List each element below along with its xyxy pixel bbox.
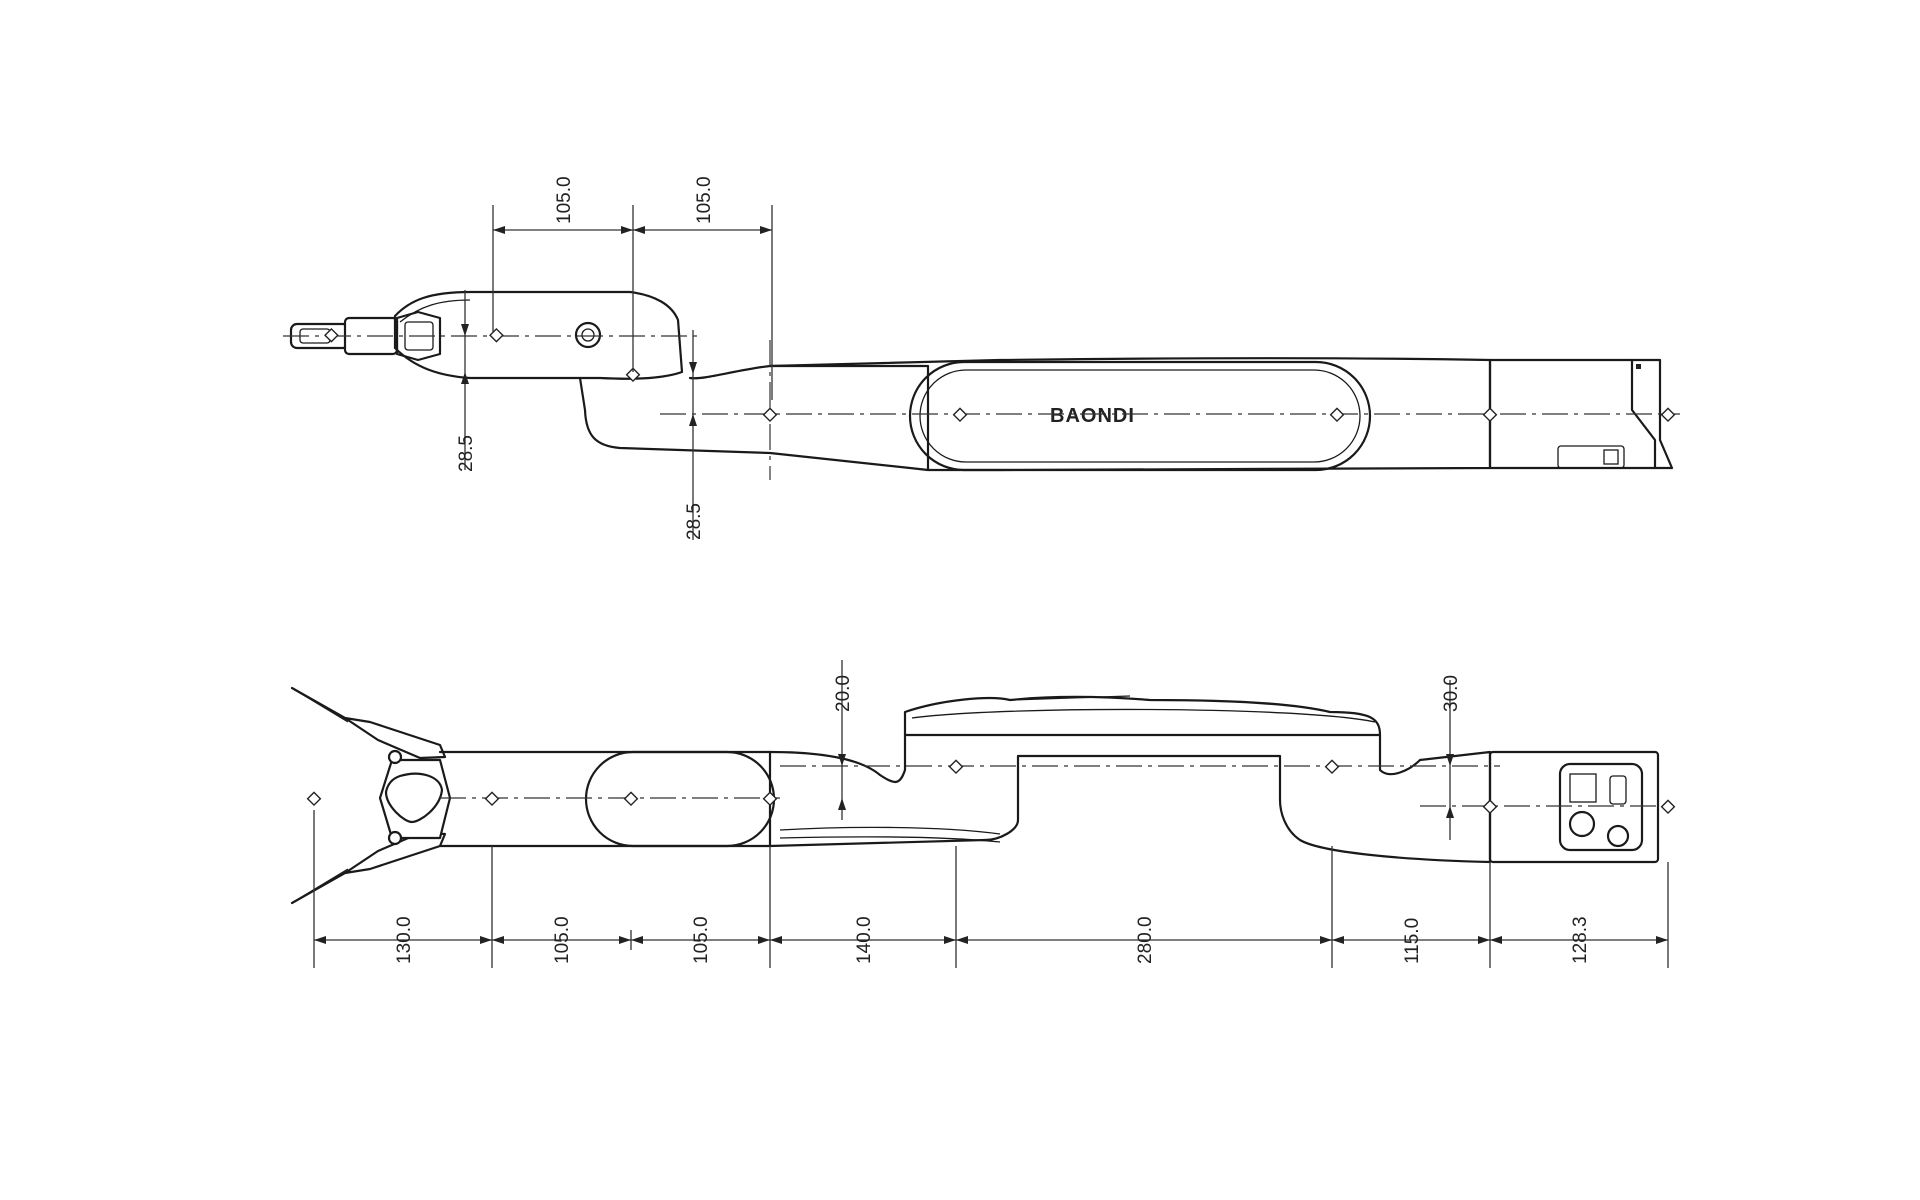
side-view: 20.0 30.0 (290, 660, 1676, 968)
side-axis-markers (306, 759, 1676, 815)
dim-upper-arm: 280.0 (1135, 916, 1156, 964)
side-forearm (768, 733, 1492, 864)
dim-gripper: 130.0 (394, 916, 415, 964)
side-upper-arm-top (903, 695, 1382, 737)
dim-offset-left: 28.5 (456, 435, 477, 472)
top-joint-knob (574, 321, 602, 349)
dim-top-right: 105.0 (694, 176, 715, 224)
logo-text: BAONDI (1050, 405, 1135, 427)
dim-wrist-offset: 20.0 (833, 675, 854, 712)
side-forearm-pad (584, 750, 776, 848)
dim-forearm: 140.0 (854, 916, 875, 964)
top-axis-markers (324, 327, 1676, 423)
side-control-panel (1558, 762, 1644, 852)
dim-shoulder: 115.0 (1402, 918, 1423, 964)
side-base (1488, 750, 1660, 864)
dim-base: 128.3 (1570, 916, 1591, 964)
top-grip-pad (908, 360, 1372, 472)
dim-segment-1: 105.0 (552, 916, 573, 964)
dim-top-left: 105.0 (554, 176, 575, 224)
side-gripper (290, 686, 452, 905)
dim-offset-right: 28.5 (684, 503, 705, 540)
dim-base-offset: 30.0 (1441, 675, 1462, 712)
dim-segment-2: 105.0 (691, 916, 712, 964)
top-wrist-head (393, 290, 684, 380)
dim-arrows (314, 936, 1668, 944)
top-view: BAONDI 105.0 105 (283, 176, 1680, 540)
top-forearm (578, 364, 930, 472)
top-base-end (1630, 358, 1674, 470)
